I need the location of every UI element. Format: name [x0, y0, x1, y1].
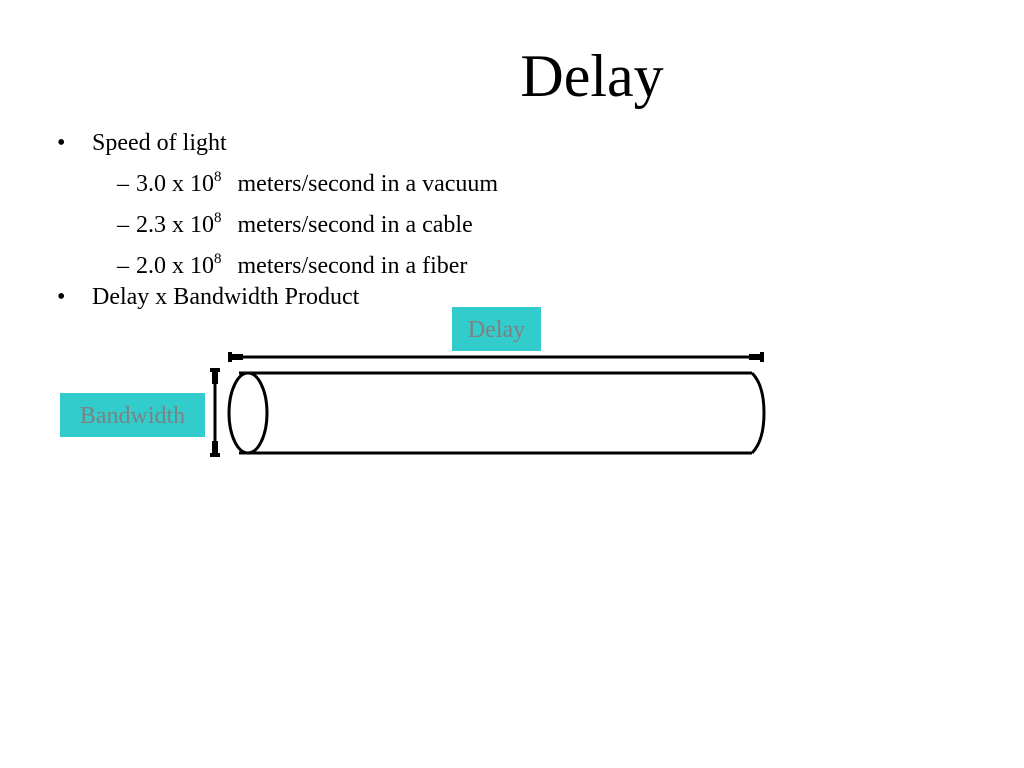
pipe-cylinder — [227, 371, 766, 455]
sub-bullet-text: 2.3 x 108 meters/second in a cable — [136, 210, 473, 243]
speed-base: 2.3 x 10 — [136, 212, 214, 238]
bandwidth-dimension-arrow — [210, 368, 220, 457]
speed-base: 2.0 x 10 — [136, 253, 214, 279]
delay-dimension-arrow — [228, 352, 764, 362]
speed-description: meters/second in a vacuum — [237, 171, 499, 197]
bandwidth-label: Bandwidth — [60, 393, 205, 437]
bullet-marker: • — [57, 284, 66, 310]
speed-exponent: 8 — [214, 251, 222, 267]
slide-title: Delay — [520, 43, 664, 109]
speed-description: meters/second in a fiber — [237, 253, 468, 279]
speed-exponent: 8 — [214, 210, 222, 226]
bullet-marker: • — [57, 130, 66, 156]
speed-base: 3.0 x 10 — [136, 171, 214, 197]
sub-bullet-marker: – — [117, 253, 129, 279]
speed-exponent: 8 — [214, 169, 222, 185]
sub-bullet-text: 2.0 x 108 meters/second in a fiber — [136, 251, 467, 284]
delay-label: Delay — [452, 307, 541, 351]
sub-bullet-text: 3.0 x 108 meters/second in a vacuum — [136, 169, 498, 202]
bullet-text: Speed of light — [92, 130, 227, 156]
bullet-text: Delay x Bandwidth Product — [92, 284, 360, 310]
sub-bullet-marker: – — [117, 171, 129, 197]
speed-description: meters/second in a cable — [237, 212, 473, 238]
sub-bullet-marker: – — [117, 212, 129, 238]
